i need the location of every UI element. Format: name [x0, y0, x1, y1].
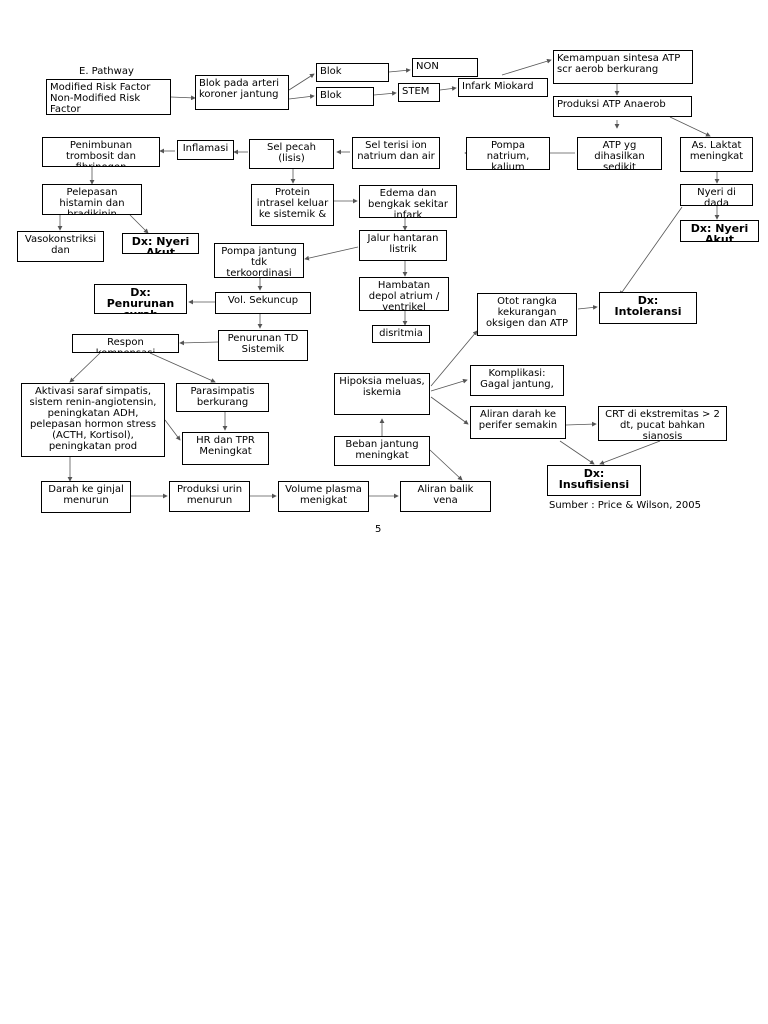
dx-nyeri-akut-box-1: Dx: Nyeri Akut [122, 233, 199, 254]
stem-box: STEM [398, 83, 440, 102]
pelepasan-histamin-box: Pelepasan histamin dan bradikinin [42, 184, 142, 215]
sel-terisi-box: Sel terisi ion natrium dan air [352, 137, 440, 169]
dx-nyeri-akut-box-2: Dx: Nyeri Akut [680, 220, 759, 242]
sel-pecah-box: Sel pecah (lisis) [249, 139, 334, 169]
aktivasi-simpatis-box: Aktivasi saraf simpatis, sistem renin-an… [21, 383, 165, 457]
penimbunan-trombosit-box: Penimbunan trombosit dan fibrinogen [42, 137, 160, 167]
pathway-heading: E. Pathway [79, 66, 134, 77]
aliran-darah-perifer-box: Aliran darah ke perifer semakin [470, 406, 566, 439]
dx-intoleransi-box: Dx: Intoleransi [599, 292, 697, 324]
hr-tpr-box: HR dan TPR Meningkat [182, 432, 269, 465]
beban-jantung-box: Beban jantung meningkat [334, 436, 430, 466]
blok-box-1: Blok [316, 63, 389, 82]
dx-penurunan-curah-box: Dx: Penurunan curah [94, 284, 187, 314]
kemampuan-atp-box: Kemampuan sintesa ATP scr aerob berkuran… [553, 50, 693, 84]
pompa-natrium-box: Pompa natrium, kalium [466, 137, 550, 170]
inflamasi-box: Inflamasi [177, 140, 234, 160]
hipoksia-box: Hipoksia meluas, iskemia [334, 373, 430, 415]
volume-sekuncup-box: Vol. Sekuncup [215, 292, 311, 314]
penurunan-td-box: Penurunan TD Sistemik [218, 330, 308, 361]
disritmia-box: disritmia [372, 325, 430, 343]
respon-kompensasi-box: Respon kompensasi [72, 334, 179, 353]
page-number: 5 [375, 524, 382, 535]
source-citation: Sumber : Price & Wilson, 2005 [549, 500, 702, 511]
darah-ginjal-box: Darah ke ginjal menurun [41, 481, 131, 513]
crt-ekstremitas-box: CRT di ekstremitas > 2 dt, pucat bahkan … [598, 406, 727, 441]
blok-arteri-box: Blok pada arteri koroner jantung [195, 75, 289, 110]
risk-factor-box: Modified Risk Factor Non-Modified Risk F… [46, 79, 171, 115]
aliran-balik-vena-box: Aliran balik vena [400, 481, 491, 512]
infark-miokard-box: Infark Miokard [458, 78, 548, 97]
dx-insufisiensi-box: Dx: Insufisiensi [547, 465, 641, 496]
parasimpatis-box: Parasimpatis berkurang [176, 383, 269, 412]
hambatan-depol-box: Hambatan depol atrium / ventrikel [359, 277, 449, 311]
vasokonstriksi-box: Vasokonstriksi dan [17, 231, 104, 262]
blok-box-2: Blok [316, 87, 374, 106]
atp-sedikit-box: ATP yg dihasilkan sedikit [577, 137, 662, 170]
edema-box: Edema dan bengkak sekitar infark [359, 185, 457, 218]
volume-plasma-box: Volume plasma menigkat [278, 481, 369, 512]
asam-laktat-box: As. Laktat meningkat [680, 137, 753, 172]
produksi-urin-box: Produksi urin menurun [169, 481, 250, 512]
jalur-hantaran-box: Jalur hantaran listrik [359, 230, 447, 261]
protein-intrasel-box: Protein intrasel keluar ke sistemik & [251, 184, 334, 226]
otot-rangka-box: Otot rangka kekurangan oksigen dan ATP [477, 293, 577, 336]
produksi-atp-anaerob-box: Produksi ATP Anaerob [553, 96, 692, 117]
pompa-jantung-box: Pompa jantung tdk terkoordinasi [214, 243, 304, 278]
komplikasi-box: Komplikasi: Gagal jantung, [470, 365, 564, 396]
non-stem-box: NON [412, 58, 478, 77]
nyeri-dada-box: Nyeri di dada [680, 184, 753, 206]
